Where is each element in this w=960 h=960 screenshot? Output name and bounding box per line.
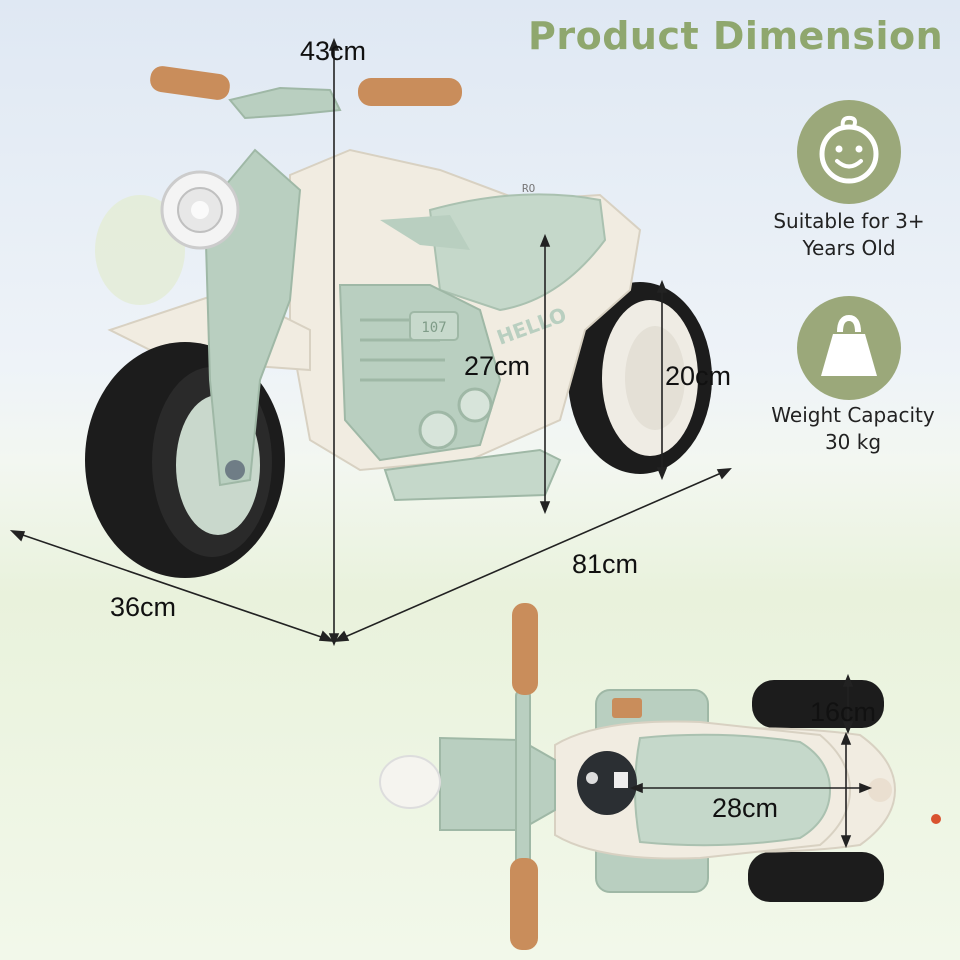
number-plate-text: 107	[421, 320, 446, 336]
width-label: 36cm	[110, 592, 177, 622]
side-measure-lines	[9, 37, 732, 647]
height-label: 43cm	[300, 36, 367, 66]
page-title: Product Dimension	[528, 14, 944, 58]
weight-caption-line1: Weight Capacity	[771, 403, 935, 427]
length-label: 81cm	[572, 549, 639, 579]
wheel-width-label: 16cm	[810, 697, 877, 727]
weight-caption-line2: 30 kg	[824, 430, 882, 454]
baby-face-icon	[797, 100, 901, 204]
top-view-motorcycle	[379, 603, 941, 950]
weight-caption: Weight Capacity 30 kg	[758, 402, 948, 456]
top-measure-lines	[629, 673, 873, 849]
seat-height-label: 27cm	[464, 351, 531, 381]
wheel-diameter-label: 20cm	[665, 361, 732, 391]
weight-icon	[797, 296, 901, 400]
side-view-motorcycle: 107 HELLO RO	[85, 66, 712, 578]
age-caption: Suitable for 3+ Years Old	[760, 208, 938, 262]
seat-badge-text: RO	[522, 182, 535, 195]
seat-length-label: 28cm	[712, 793, 779, 823]
age-caption-line1: Suitable for 3+	[773, 209, 925, 233]
age-caption-line2: Years Old	[802, 236, 896, 260]
